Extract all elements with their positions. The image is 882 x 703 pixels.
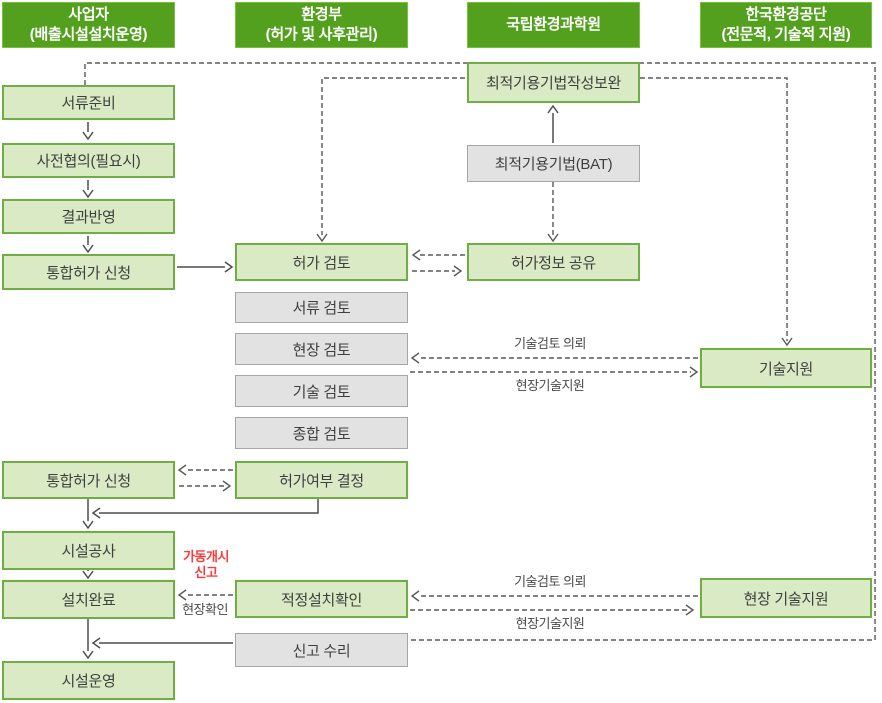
label-site-tech-support-top: 현장기술지원 <box>515 378 585 393</box>
dashed-arrowheads <box>177 233 793 616</box>
arrowhead-down-icon <box>82 570 94 580</box>
arrowhead-right-icon <box>222 480 232 492</box>
dashed-loop-docprep-reportaccept <box>84 62 876 641</box>
arrowhead-left-icon <box>411 249 421 261</box>
arrowhead-down-icon <box>82 189 94 199</box>
box-operation: 시설운영 <box>2 661 175 700</box>
box-permit-info-share: 허가정보 공유 <box>467 243 640 281</box>
box-permit-review: 허가 검토 <box>235 243 408 281</box>
arrowhead-down-icon <box>82 131 94 141</box>
header-nier: 국립환경과학원 <box>467 2 640 48</box>
box-install-complete: 설치완료 <box>2 580 175 619</box>
header-ministry-line2: (허가 및 사후관리) <box>265 26 378 43</box>
box-pre-consult: 사전협의(필요시) <box>2 143 175 178</box>
box-permit-apply-2: 통합허가 신청 <box>2 461 175 499</box>
label-site-tech-support-bottom: 현장기술지원 <box>515 616 585 631</box>
header-keco: 한국환경공단 (전문적, 기술적 지원) <box>700 2 872 48</box>
arrowhead-right-icon <box>689 366 699 378</box>
box-permit-apply-1: 통합허가 신청 <box>2 254 175 290</box>
box-comprehensive-review: 종합 검토 <box>235 417 408 449</box>
arrowhead-left-icon <box>410 590 420 602</box>
label-operation-start-report: 가동개시 신고 <box>178 549 234 582</box>
arrowhead-down-icon <box>547 233 559 243</box>
box-doc-review: 서류 검토 <box>235 292 408 323</box>
arrowhead-down-icon <box>82 520 94 530</box>
line-permitdecision-merge <box>99 499 319 514</box>
header-operator-line2: (배출시설설치운영) <box>29 26 148 43</box>
arrowhead-down-icon <box>316 233 328 243</box>
label-operation-start-line1: 가동개시 <box>183 549 229 564</box>
dashed-batsupplement-permitreview <box>321 77 465 235</box>
header-ministry-line1: 환경부 <box>301 5 342 23</box>
label-tech-review-request-top: 기술검토 의뢰 <box>514 336 586 351</box>
arrowhead-right-icon <box>224 261 234 273</box>
box-doc-prep: 서류준비 <box>2 85 175 120</box>
box-construction: 시설공사 <box>2 531 175 570</box>
label-operation-start-line2: 신고 <box>194 565 218 581</box>
header-keco-line2: (전문적, 기술적 지원) <box>721 26 851 43</box>
label-site-check: 현장확인 <box>182 602 228 617</box>
box-tech-review: 기술 검토 <box>235 375 408 407</box>
box-permit-decision: 허가여부 결정 <box>235 461 408 499</box>
header-keco-line1: 한국환경공단 <box>745 5 827 23</box>
box-report-accept: 신고 수리 <box>235 633 408 667</box>
arrowhead-left-icon <box>91 507 101 519</box>
box-bat-supplement: 최적기용기법작성보완 <box>467 62 640 103</box>
solid-connectors <box>82 104 559 660</box>
box-result-apply: 결과반영 <box>2 199 175 234</box>
label-tech-review-request-bottom: 기술검토 의뢰 <box>514 574 586 589</box>
arrowhead-up-icon <box>547 104 559 114</box>
header-operator: 사업자 (배출시설설치운영) <box>2 2 175 48</box>
arrowhead-left-icon <box>177 464 187 476</box>
header-operator-line1: 사업자 <box>68 5 109 23</box>
arrowhead-left-icon <box>177 589 187 601</box>
arrowhead-left-icon <box>410 352 420 364</box>
dashed-connectors <box>84 62 876 641</box>
dashed-batsupplement-techsupport <box>640 77 788 341</box>
header-ministry: 환경부 (허가 및 사후관리) <box>235 2 408 48</box>
box-bat: 최적기용기법(BAT) <box>467 145 640 182</box>
arrowhead-down-icon <box>82 650 94 660</box>
arrowhead-right-icon <box>453 265 463 277</box>
box-site-review: 현장 검토 <box>235 333 408 365</box>
header-nier-line1: 국립환경과학원 <box>506 15 601 33</box>
arrowhead-down-icon <box>82 244 94 254</box>
box-site-tech-support: 현장 기술지원 <box>700 578 872 618</box>
arrowhead-right-icon <box>685 604 695 616</box>
box-install-check: 적정설치확인 <box>235 580 408 618</box>
arrowhead-down-icon <box>781 337 793 347</box>
box-tech-support: 기술지원 <box>700 348 872 388</box>
arrowhead-left-icon <box>91 637 101 649</box>
